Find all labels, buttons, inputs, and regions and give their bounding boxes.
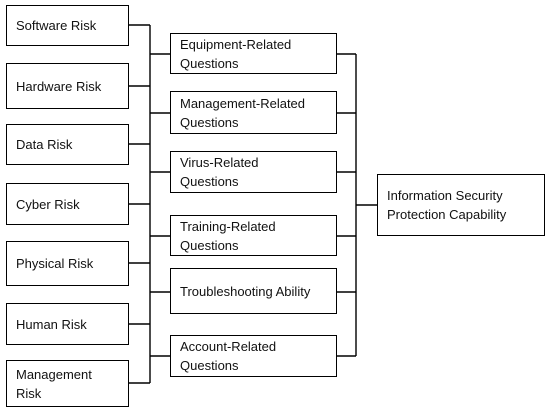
question-box-management: Management-Related Questions [170,91,337,134]
question-box-virus: Virus-Related Questions [170,151,337,193]
risk-box-data: Data Risk [6,124,129,165]
risk-box-physical: Physical Risk [6,241,129,286]
risk-box-hardware: Hardware Risk [6,63,129,109]
question-box-training: Training-Related Questions [170,215,337,256]
question-box-troubleshooting: Troubleshooting Ability [170,268,337,314]
risk-box-cyber: Cyber Risk [6,183,129,225]
risk-box-human: Human Risk [6,303,129,345]
risk-box-management: Management Risk [6,360,129,407]
outcome-box-capability: Information Security Protection Capabili… [377,174,545,236]
question-box-equipment: Equipment-Related Questions [170,33,337,74]
question-box-account: Account-Related Questions [170,335,337,377]
risk-box-software: Software Risk [6,5,129,46]
